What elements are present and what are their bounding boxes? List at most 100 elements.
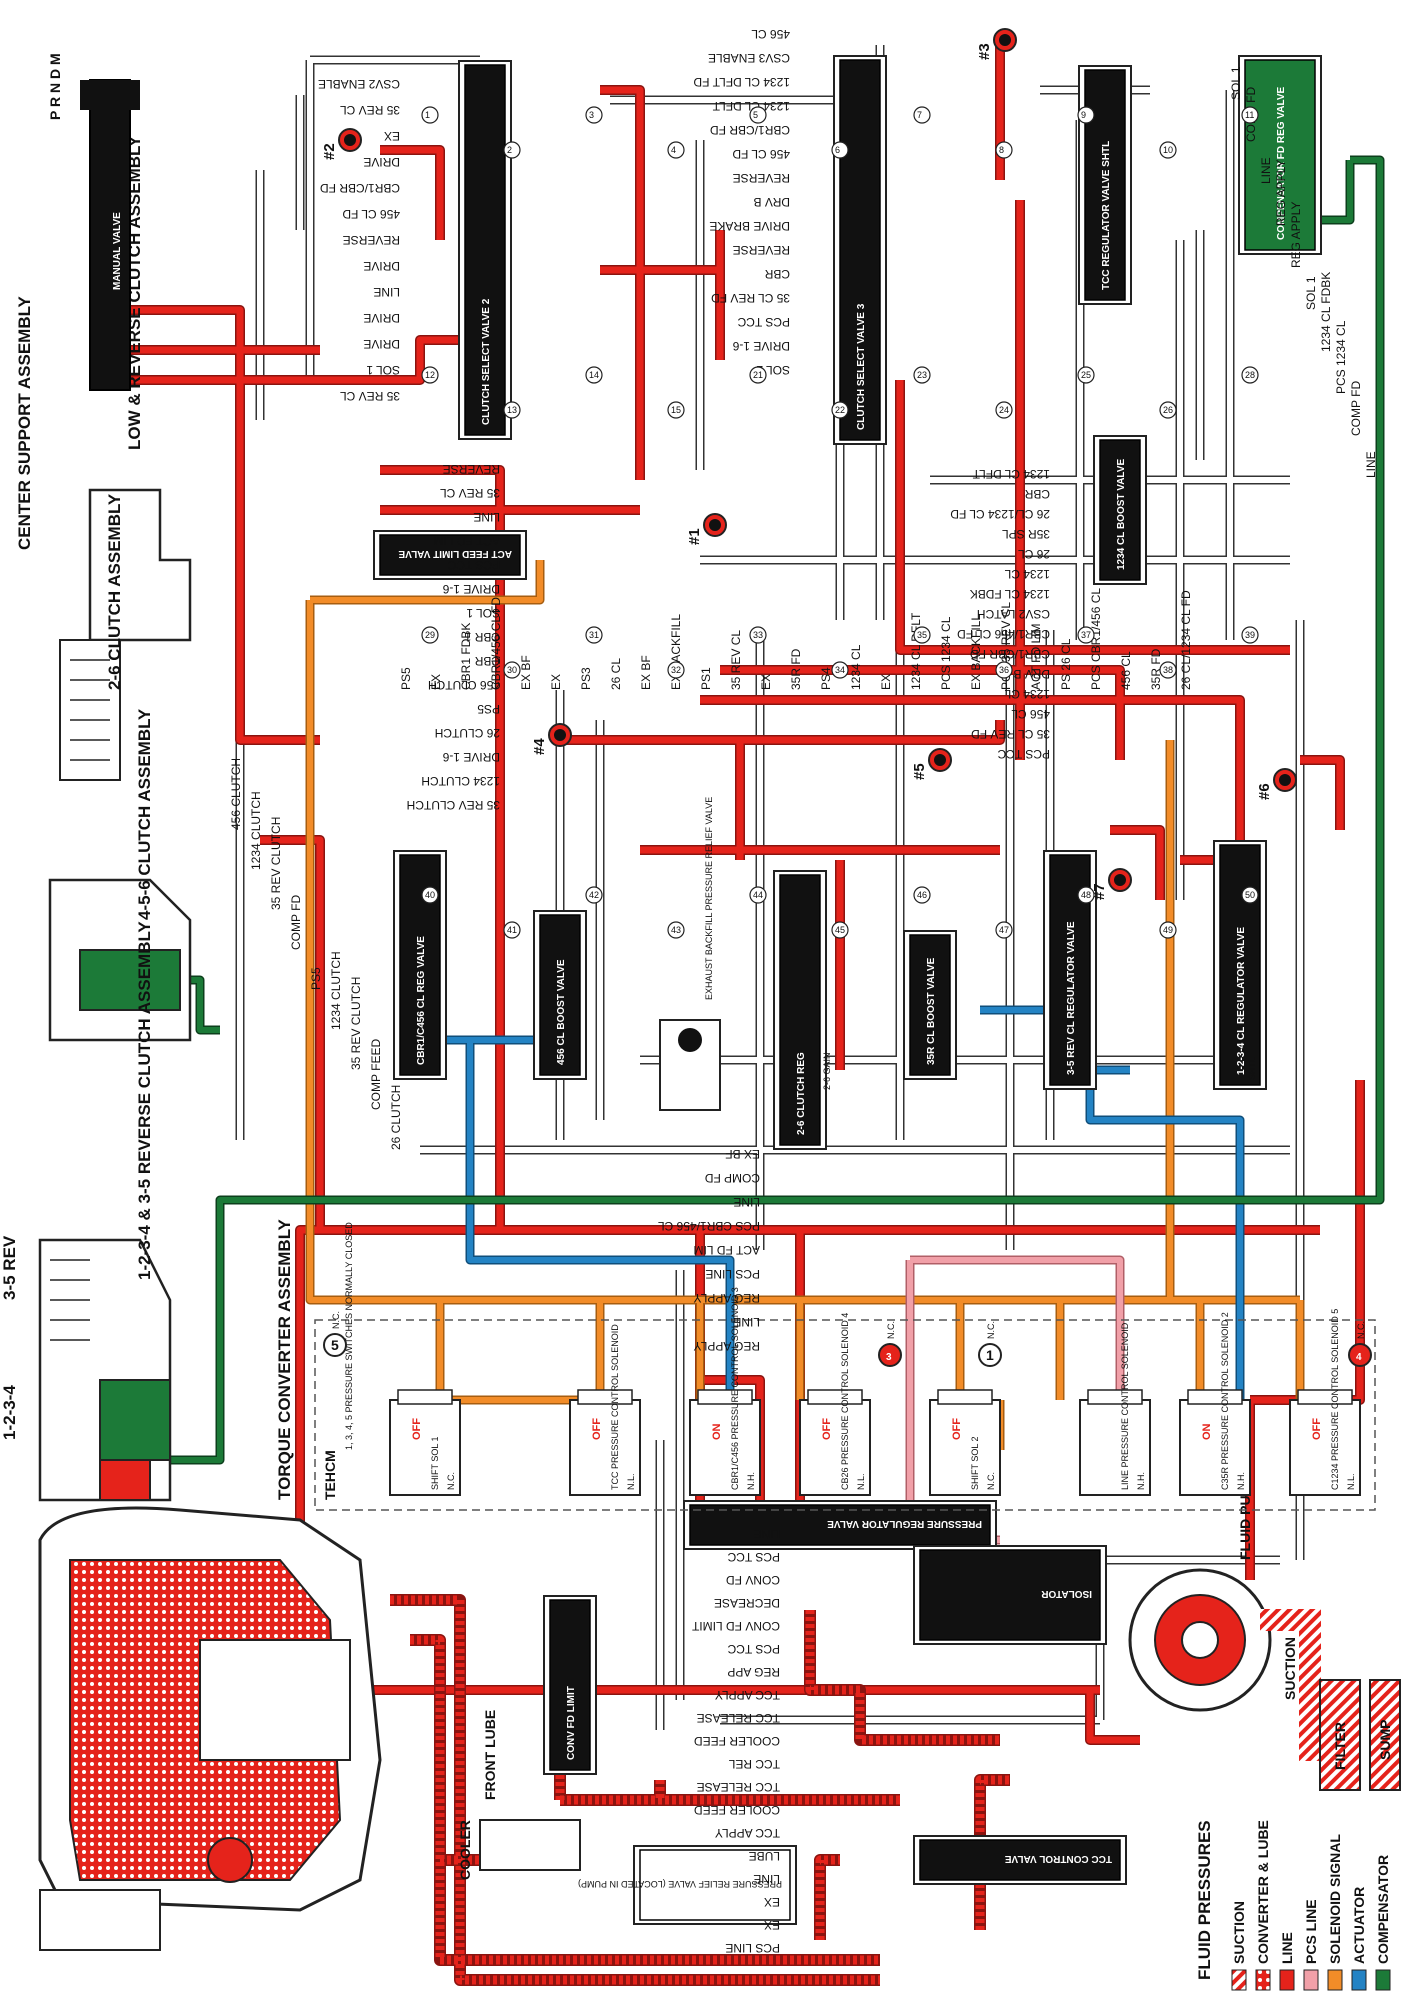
cooler-label: COOLER xyxy=(457,1820,473,1880)
checkball-7: #7 xyxy=(1091,868,1132,900)
port-number-15: 15 xyxy=(671,405,681,415)
port-number-31: 31 xyxy=(589,630,599,640)
clutch-feed-2: 1234 CLUTCH xyxy=(249,791,263,870)
conv-fd-valve: CONV FD LIMIT xyxy=(543,1595,597,1775)
valve-port-11: PS1 xyxy=(699,667,713,690)
solenoid-type-5: N.C. xyxy=(986,1472,996,1490)
checkball-1: #1 xyxy=(686,513,727,545)
front-lube-label: FRONT LUBE xyxy=(482,1710,498,1800)
tag-35rev-label: 3-5 REV xyxy=(0,1235,19,1300)
port-number-45: 45 xyxy=(835,925,845,935)
port-40: 40 xyxy=(421,886,439,904)
clutch-feed-8: COMP FEED xyxy=(369,1039,383,1110)
solenoid-name-7: C35R PRESSURE CONTROL SOLENOID 2 xyxy=(1220,1312,1230,1490)
circuit-left-10: DRIVE xyxy=(363,311,400,325)
clutch-feed-9: 26 CLUTCH xyxy=(389,1085,403,1150)
circuit-right-9: COMP FD xyxy=(1349,381,1363,436)
port-28: 28 xyxy=(1241,366,1259,384)
bus-mid-5: 26 CL xyxy=(1018,547,1050,561)
act-feed-label: ACT FEED LIMIT VALVE xyxy=(398,548,512,559)
port-number-4: 4 xyxy=(671,145,676,155)
bus-mid-9: CBR1/456 CL FD xyxy=(957,627,1050,641)
pressure-reg-valve: PRESSURE REGULATOR VALVE xyxy=(683,1500,997,1550)
clutch-456-assembly: 4-5-6 CLUTCH ASSEMBLY xyxy=(48,708,192,1042)
bus-lower-2: COMP FD xyxy=(705,1171,760,1185)
circuit-left-6: 456 CL FD xyxy=(342,207,400,221)
solenoid-3: N.H.CBR1/C456 PRESSURE CONTROL SOLENOID … xyxy=(689,1287,761,1496)
legend-item-2: CONVERTER & LUBE xyxy=(1255,1820,1271,1991)
bus-main-14: 1234 CLUTCH xyxy=(421,774,500,788)
bus-main-1: REVERSE xyxy=(443,462,500,476)
bus-mid-1: 1234 CL DFLT xyxy=(972,467,1050,481)
port-number-11: 11 xyxy=(1245,110,1254,120)
tcc-reg-valve: TCC REGULATOR VALVE SHTL xyxy=(1078,65,1132,305)
lower-circuit-17: EX xyxy=(764,1895,780,1909)
port-number-2: 2 xyxy=(507,145,512,155)
checkball-label-5: #5 xyxy=(911,763,928,780)
fluid-pump: FLUID PUMP SUCTION FILTER SUMP xyxy=(1128,1474,1401,1791)
lower-circuit-2: PCS TCC xyxy=(727,1550,780,1564)
port-7: 7 xyxy=(913,106,931,124)
boost-35r-valve: 35R CL BOOST VALVE xyxy=(903,930,957,1080)
pressure-switch-nc-5: N.C. xyxy=(331,1311,341,1329)
port-14: 14 xyxy=(585,366,603,384)
pressure-switch-4: 4N.C. xyxy=(1348,1321,1372,1367)
valve-port-22: ACT FD LIM xyxy=(1029,624,1043,690)
checkball-label-4: #4 xyxy=(531,738,548,755)
bus-lower-7: REG APPLY xyxy=(694,1291,760,1305)
circuit-left-4: DRIVE xyxy=(363,155,400,169)
circuit-left-13: 35 REV CL xyxy=(340,389,400,403)
circuit-right-8: PCS 1234 CL xyxy=(1334,320,1348,394)
circuit-right-3: LINE xyxy=(1259,157,1273,184)
port-48: 48 xyxy=(1077,886,1095,904)
port-31: 31 xyxy=(585,626,603,644)
solenoid-state-7: ON xyxy=(1201,1423,1213,1440)
circuit-top-11: CBR xyxy=(764,267,790,281)
clutch-1234-35-assembly: 1-2-3-4 & 3-5 REVERSE CLUTCH ASSEMBLY 3-… xyxy=(0,921,172,1502)
legend-label-4: PCS LINE xyxy=(1303,1899,1319,1964)
pressure-switches: 5N.C.3N.C.1N.C.4N.C. xyxy=(323,1311,1372,1367)
clutch-feed-3: 35 REV CLUTCH xyxy=(269,817,283,910)
valve-port-23: PS 26 CL xyxy=(1059,638,1073,690)
port-number-50: 50 xyxy=(1245,890,1255,900)
tehcm-note: 1, 3, 4, 5 PRESSURE SWITCHES NORMALLY CL… xyxy=(344,1222,354,1450)
legend-item-3: LINE xyxy=(1279,1932,1295,1991)
legend-label-7: COMPENSATOR xyxy=(1375,1855,1391,1964)
bus-lower-3: LINE xyxy=(733,1195,760,1209)
valve-port-19: PCS 1234 CL xyxy=(939,616,953,690)
port-number-21: 21 xyxy=(753,370,763,380)
lower-circuit-8: TCC APPLY xyxy=(715,1688,780,1702)
port-13: 13 xyxy=(503,401,521,419)
circuit-top-10: REVERSE xyxy=(733,243,790,257)
valve-port-5: EX BF xyxy=(519,655,533,690)
port-35: 35 xyxy=(913,626,931,644)
port-number-34: 34 xyxy=(835,665,845,675)
lower-circuit-19: PCS LINE xyxy=(725,1941,780,1955)
solenoid-name-2: TCC PRESSURE CONTROL SOLENOID xyxy=(610,1324,620,1490)
sump-label: SUMP xyxy=(1377,1720,1393,1760)
pressure-reg-label: PRESSURE REGULATOR VALVE xyxy=(827,1518,982,1529)
port-number-1: 1 xyxy=(425,110,430,120)
boost-456-label: 456 CL BOOST VALVE xyxy=(556,959,567,1065)
circuit-left-8: DRIVE xyxy=(363,259,400,273)
clutch-1234-35-label: 1-2-3-4 & 3-5 REVERSE CLUTCH ASSEMBLY xyxy=(135,921,154,1280)
bus-main-12: 26 CLUTCH xyxy=(435,726,500,740)
bus-main-8: CBR 1 xyxy=(464,630,500,644)
comp-fd-label: COMPENSATOR FD REG VALVE xyxy=(1276,87,1287,240)
circuit-top-8: DRV B xyxy=(754,195,790,209)
port-49: 49 xyxy=(1159,921,1177,939)
clutch-feed-6: 1234 CLUTCH xyxy=(329,951,343,1030)
port-34: 34 xyxy=(831,661,849,679)
csv2-valve: CLUTCH SELECT VALVE 2 xyxy=(458,60,512,440)
port-5: 5 xyxy=(749,106,767,124)
circuit-top-13: PCS TCC xyxy=(737,315,790,329)
circuit-top-6: 456 CL FD xyxy=(732,147,790,161)
bus-main-7: SOL 1 xyxy=(466,606,500,620)
legend-label-6: ACTUATOR xyxy=(1351,1887,1367,1964)
solenoid-state-4: OFF xyxy=(821,1418,833,1440)
lower-circuit-9: TCC RELEASE xyxy=(697,1711,780,1725)
circuit-right-7: 1234 CL FDBK xyxy=(1319,272,1333,352)
port-43: 43 xyxy=(667,921,685,939)
valve-port-17: EX xyxy=(879,674,893,690)
solenoid-state-8: OFF xyxy=(1311,1418,1323,1440)
